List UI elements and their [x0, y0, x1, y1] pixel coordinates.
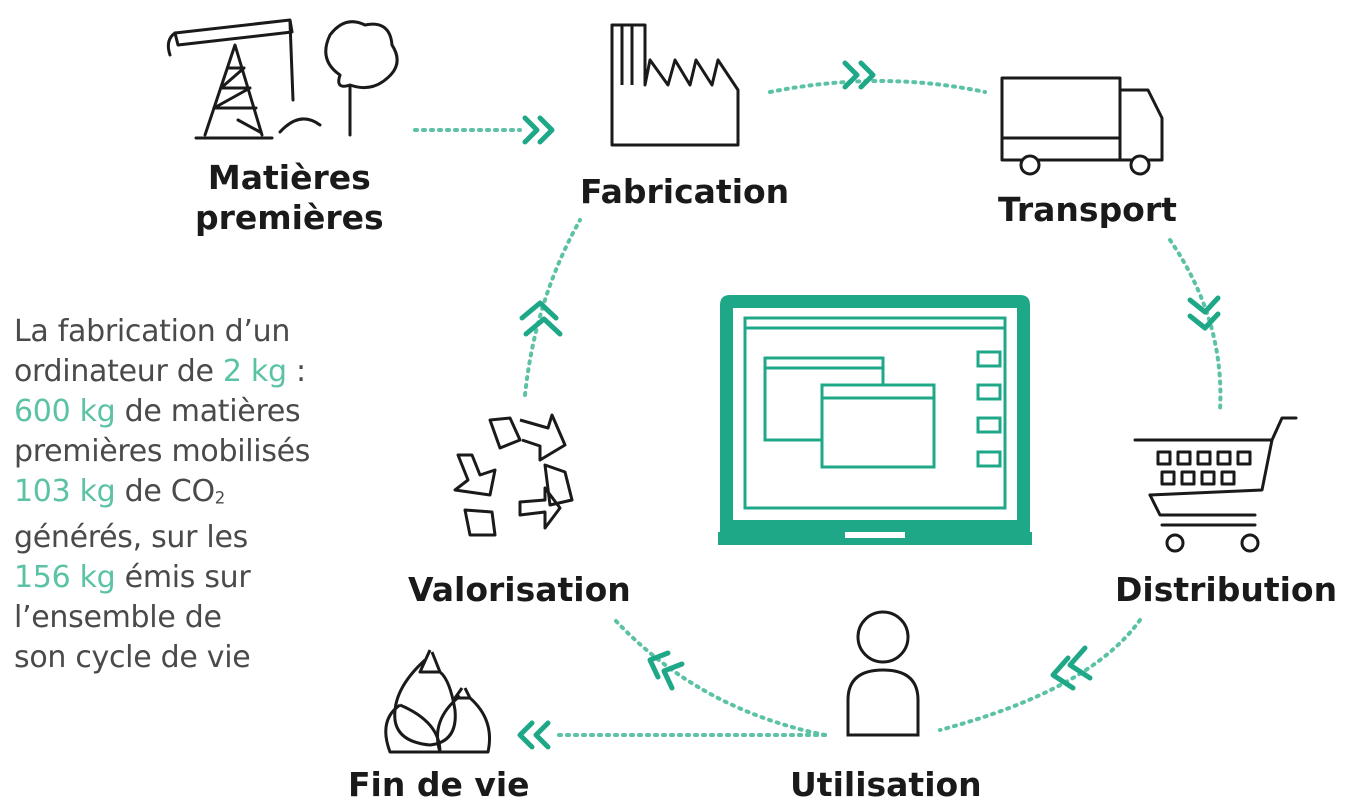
info-total-emissions-value: 156 kg [14, 560, 116, 596]
chevron-up-icon [519, 300, 563, 337]
connector-distribution-to-utilisation [938, 618, 1142, 732]
recycle-icon [453, 413, 574, 537]
info-line6: générés, sur les [14, 520, 248, 556]
label-raw-materials-line2: premières [195, 198, 384, 237]
label-valorisation: Valorisation [408, 570, 631, 609]
label-distribution: Distribution [1115, 570, 1338, 609]
info-line2-colon: : [286, 354, 306, 389]
label-transport: Transport [998, 190, 1177, 229]
chevron-left-icon [647, 650, 685, 691]
info-line9: son cycle de vie [14, 640, 251, 676]
laptop-icon [718, 295, 1032, 545]
info-line: ordinateur de 2 kg : [14, 352, 414, 392]
connector-utilisation-to-valorisation [613, 618, 827, 737]
laptop-base [718, 532, 1032, 545]
person-icon [846, 610, 920, 737]
info-line: son cycle de vie [14, 638, 414, 678]
info-line: La fabrication d’un [14, 312, 414, 352]
info-line: l’ensemble de [14, 598, 414, 638]
chevron-left-icon [1050, 645, 1093, 691]
info-text: La fabrication d’un ordinateur de 2 kg :… [14, 312, 414, 678]
info-line7-text: émis sur [115, 560, 251, 596]
info-line: 600 kg de matières [14, 392, 414, 432]
oil-pump-tree-icon [166, 18, 399, 140]
label-fabrication: Fabrication [580, 172, 790, 211]
info-line8: l’ensemble de [14, 600, 222, 636]
label-raw-materials: Matières premières [195, 158, 384, 238]
connector-valorisation-to-fabrication [523, 218, 582, 397]
info-co2-value: 103 kg [14, 474, 116, 509]
truck-icon [1000, 76, 1164, 176]
info-co2-subscript: 2 [214, 488, 226, 508]
info-line5-text: de CO [115, 474, 215, 509]
info-raw-materials-value: 600 kg [14, 394, 116, 429]
connector-transport-to-distribution [1168, 238, 1223, 412]
app-squares [976, 350, 1002, 468]
chevron-left-icon [517, 720, 551, 750]
info-line1: La fabrication d’un [14, 314, 291, 349]
info-line2-text: ordinateur de [14, 354, 223, 389]
info-line: générés, sur les [14, 518, 414, 558]
info-weight-value: 2 kg [222, 354, 287, 389]
shopping-cart-icon [1133, 416, 1298, 553]
trash-bags-icon [384, 649, 491, 754]
info-line: 103 kg de CO2 [14, 472, 414, 518]
info-line: premières mobilisés [14, 432, 414, 472]
info-line: 156 kg émis sur [14, 558, 414, 598]
connector-fabrication-to-transport [768, 79, 987, 94]
label-raw-materials-line1: Matières [207, 158, 371, 197]
label-utilisation: Utilisation [790, 765, 982, 804]
info-line4: premières mobilisés [14, 434, 311, 469]
chevron-right-icon [842, 60, 876, 90]
label-end-of-life: Fin de vie [348, 765, 530, 804]
chevron-down-icon [1187, 295, 1221, 331]
info-line3-text: de matières [115, 394, 301, 429]
factory-icon [610, 23, 740, 147]
chevron-right-icon [522, 115, 555, 145]
